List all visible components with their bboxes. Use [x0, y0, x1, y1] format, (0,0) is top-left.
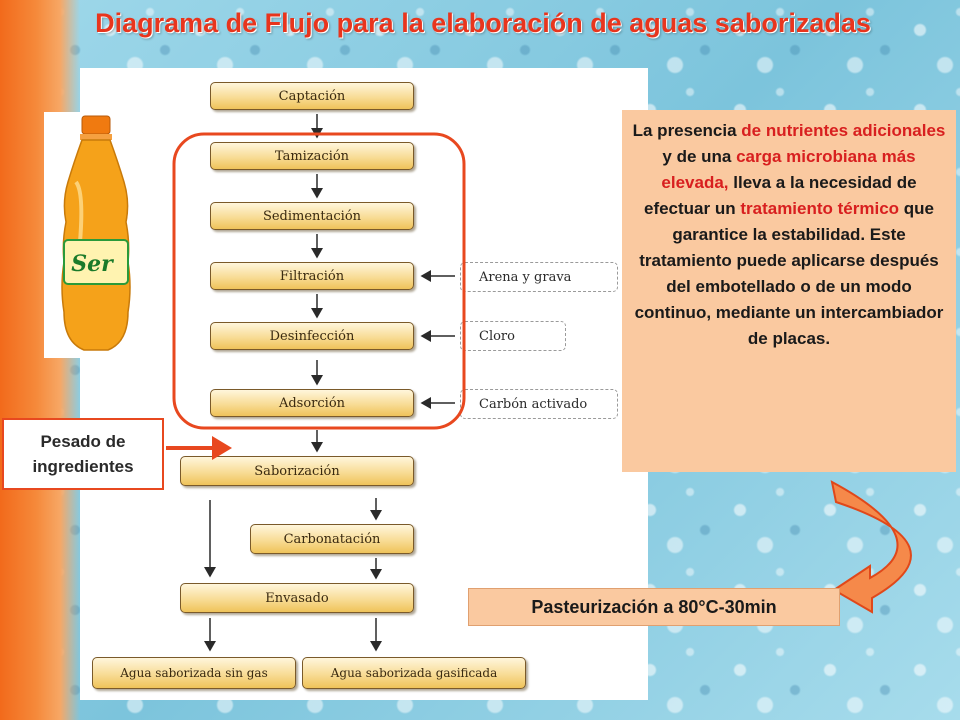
input-carbon-activado: Carbón activado — [460, 389, 618, 419]
page-title: Diagrama de Flujo para la elaboración de… — [95, 8, 871, 38]
info-text-1: La presencia — [632, 121, 742, 140]
step-tamizacion: Tamización — [210, 142, 414, 170]
input-cloro: Cloro — [460, 321, 566, 351]
step-envasado: Envasado — [180, 583, 414, 613]
step-captacion: Captación — [210, 82, 414, 110]
step-saborizacion: Saborización — [180, 456, 414, 486]
info-highlight-tratamiento: tratamiento térmico — [740, 199, 900, 218]
info-text-4: que garantice la estabilidad. Este trata… — [634, 199, 944, 348]
pesado-ingredientes-box: Pesado de ingredientes — [2, 418, 164, 490]
info-text-box: La presencia de nutrientes adicionales y… — [622, 110, 956, 472]
info-highlight-carga: carga microbiana más elevada, — [661, 147, 916, 192]
pasteurizacion-box: Pasteurización a 80°C-30min — [468, 588, 840, 626]
step-adsorcion: Adsorción — [210, 389, 414, 417]
step-agua-sin-gas: Agua saborizada sin gas — [92, 657, 296, 689]
step-filtracion: Filtración — [210, 262, 414, 290]
step-desinfeccion: Desinfección — [210, 322, 414, 350]
input-arena-y-grava: Arena y grava — [460, 262, 618, 292]
step-agua-gasificada: Agua saborizada gasificada — [302, 657, 526, 689]
info-text-2: y de una — [662, 147, 737, 166]
side-gradient-strip — [0, 0, 80, 720]
pesado-line-2: ingredientes — [32, 457, 134, 476]
bottle-label-text: Ser — [71, 251, 114, 277]
pesado-line-1: Pesado de — [40, 432, 126, 451]
curved-arrow-to-pasteurizacion — [830, 480, 912, 614]
step-sedimentacion: Sedimentación — [210, 202, 414, 230]
bottle-cap-icon — [81, 115, 111, 135]
bottle-label-icon — [63, 239, 129, 285]
info-text-3: lleva a la necesidad de efectuar un — [643, 173, 917, 218]
step-carbonatacion: Carbonatación — [250, 524, 414, 554]
info-highlight-nutrientes: de nutrientes adicionales — [741, 121, 946, 140]
product-bottle-image: Ser — [44, 112, 148, 358]
